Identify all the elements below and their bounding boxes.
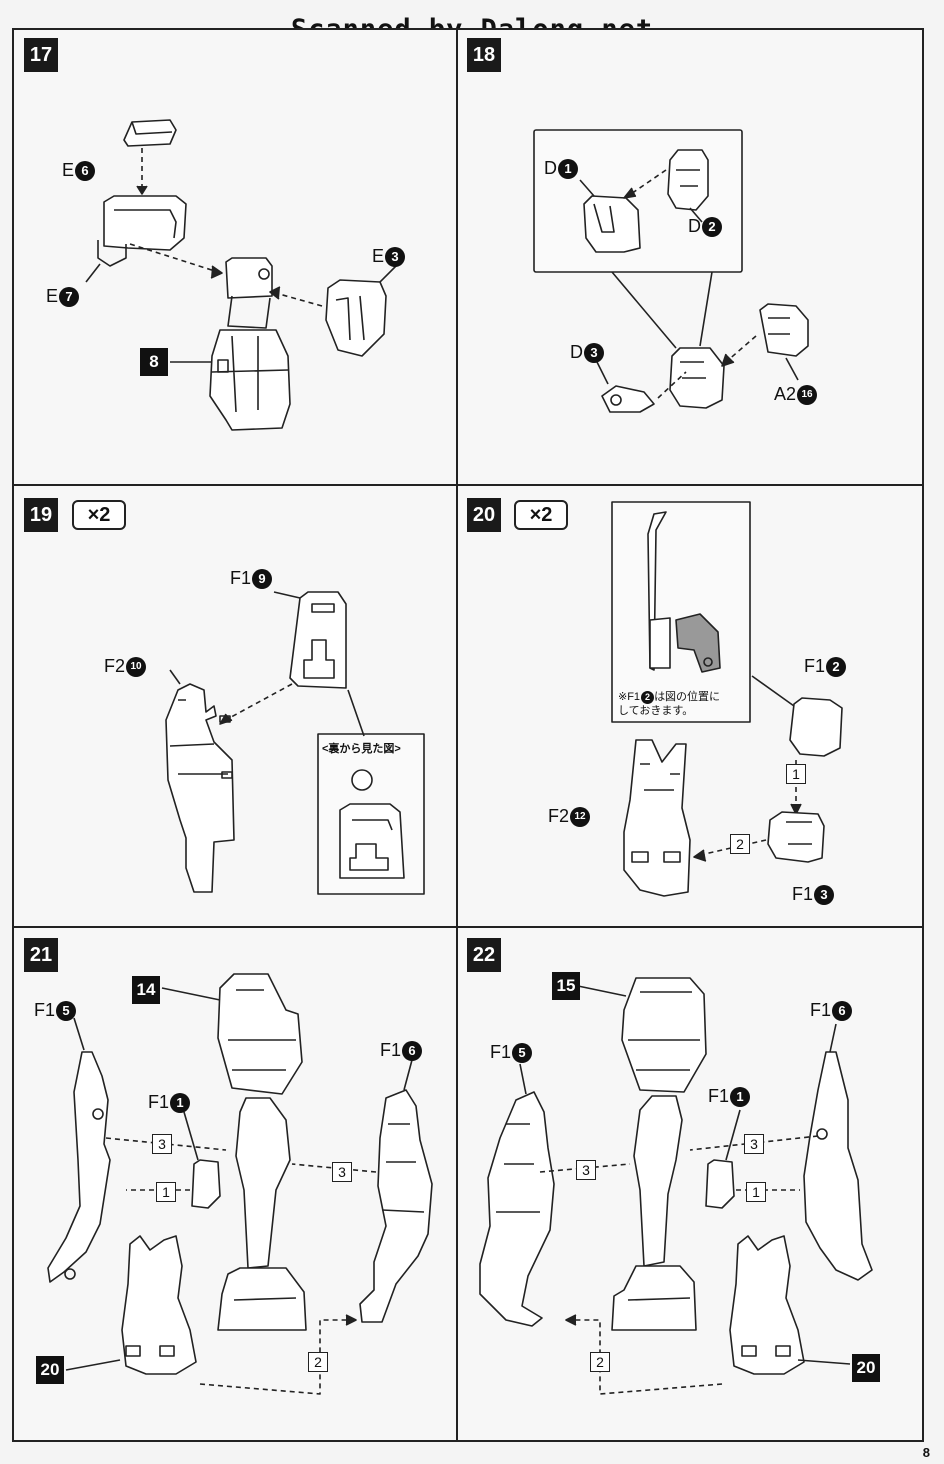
step-19-times: ×2 [72, 500, 126, 530]
step-19-badge: 19 [24, 498, 58, 532]
order-marker: 1 [786, 764, 806, 784]
step-22-drawing [479, 977, 873, 1395]
column-divider [456, 28, 458, 1442]
step-21-drawing [47, 973, 433, 1395]
order-marker: 2 [730, 834, 750, 854]
order-marker: 1 [156, 1182, 176, 1202]
step-17-badge: 17 [24, 38, 58, 72]
step-17-drawing [85, 119, 397, 431]
ref-step-20: 20 [36, 1356, 64, 1384]
step-22-badge: 22 [467, 938, 501, 972]
step-18-badge: 18 [467, 38, 501, 72]
instruction-page-frame [12, 28, 924, 1442]
step-20-drawing [611, 501, 843, 897]
order-marker: 3 [332, 1162, 352, 1182]
step-20-badge: 20 [467, 498, 501, 532]
back-view-caption: <裏から見た図> [322, 743, 401, 755]
order-marker: 2 [590, 1352, 610, 1372]
row-divider-2 [12, 926, 924, 928]
ref-step-20: 20 [852, 1354, 880, 1382]
ref-step-14: 14 [132, 976, 160, 1004]
ref-step-8: 8 [140, 348, 168, 376]
step-21-badge: 21 [24, 938, 58, 972]
page-number: 8 [922, 1445, 930, 1460]
order-marker: 2 [308, 1352, 328, 1372]
order-marker: 3 [744, 1134, 764, 1154]
step-20-times: ×2 [514, 500, 568, 530]
step-18-drawing [533, 129, 809, 413]
order-marker: 3 [152, 1134, 172, 1154]
order-marker: 1 [746, 1182, 766, 1202]
step-19-drawing [165, 591, 425, 895]
order-marker: 3 [576, 1160, 596, 1180]
row-divider-1 [12, 484, 924, 486]
ref-step-15: 15 [552, 972, 580, 1000]
